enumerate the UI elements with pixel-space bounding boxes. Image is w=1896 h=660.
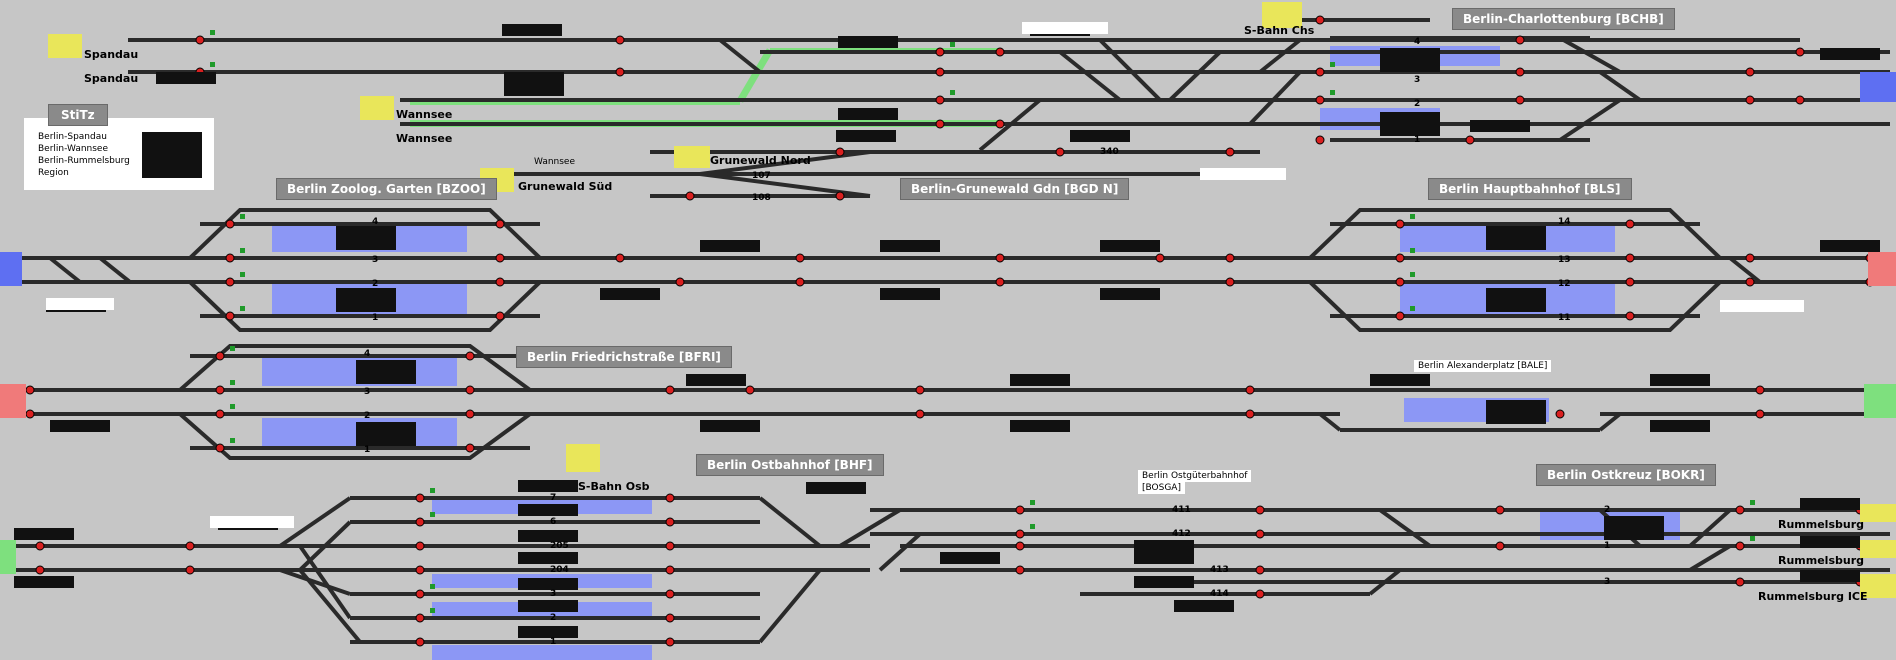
station-title-bokr: Berlin Ostkreuz [BOKR] bbox=[1536, 464, 1716, 486]
label-rummelsburg-ice: Rummelsburg ICE bbox=[1758, 590, 1868, 603]
station-title-bls: Berlin Hauptbahnhof [BLS] bbox=[1428, 178, 1632, 200]
track-number: 13 bbox=[1558, 255, 1571, 265]
track-number: 6 bbox=[550, 517, 557, 527]
station-title-bhf: Berlin Ostbahnhof [BHF] bbox=[696, 454, 884, 476]
track-number: 413 bbox=[1210, 565, 1229, 575]
label-spandau-1: Spandau bbox=[84, 48, 139, 61]
track-number: 2 bbox=[550, 613, 557, 623]
track-number: 4 bbox=[1414, 37, 1421, 47]
label-grunewald-nord: Grunewald Nord bbox=[710, 154, 811, 167]
region-entry-west-2[interactable] bbox=[0, 384, 26, 418]
track-number: 3 bbox=[364, 387, 371, 397]
legend-status-panel bbox=[142, 132, 202, 178]
label-wannsee-2: Wannsee bbox=[396, 132, 453, 145]
track-number: 7 bbox=[550, 493, 557, 503]
station-title-bfri: Berlin Friedrichstraße [BFRI] bbox=[516, 346, 732, 368]
label-wannsee-small: Wannsee bbox=[534, 157, 576, 167]
info-slot bbox=[1720, 300, 1804, 312]
region-entry-east-2[interactable] bbox=[1864, 384, 1896, 418]
info-slot bbox=[46, 298, 114, 310]
track-number: 2 bbox=[1604, 505, 1611, 515]
label-grunewald-sud: Grunewald Süd bbox=[518, 180, 613, 193]
track-number: 340 bbox=[1100, 147, 1119, 157]
track-number: 108 bbox=[752, 193, 771, 203]
station-title-bale: Berlin Alexanderplatz [BALE] bbox=[1414, 360, 1552, 372]
track-number: 4 bbox=[372, 217, 379, 227]
track-number: 14 bbox=[1558, 217, 1571, 227]
rummelsburg-entry-block-1[interactable] bbox=[1860, 504, 1896, 522]
track-number: 411 bbox=[1172, 505, 1191, 515]
wannsee-entry-block[interactable] bbox=[360, 96, 394, 120]
track-number: 1 bbox=[364, 445, 371, 455]
region-entry-west-3[interactable] bbox=[0, 540, 16, 574]
label-sbahn-chs: S-Bahn Chs bbox=[1244, 24, 1315, 37]
sbahn-chs-entry-block[interactable] bbox=[1262, 2, 1302, 28]
track-number: 12 bbox=[1558, 279, 1571, 289]
label-rummelsburg-1: Rummelsburg bbox=[1778, 518, 1865, 531]
track-number: 4 bbox=[364, 349, 371, 359]
spandau-entry-block[interactable] bbox=[48, 34, 82, 58]
track-number: 1 bbox=[1604, 541, 1611, 551]
track-number: 3 bbox=[372, 255, 379, 265]
track-number: 2 bbox=[1414, 99, 1421, 109]
station-title-bosga-2: [BOSGA] bbox=[1138, 482, 1185, 494]
track-number: 2 bbox=[372, 279, 379, 289]
legend-row: Region bbox=[38, 168, 69, 178]
info-slot bbox=[1200, 168, 1286, 180]
grunewald-nord-entry-block[interactable] bbox=[674, 146, 710, 168]
label-spandau-2: Spandau bbox=[84, 72, 139, 85]
info-slot bbox=[1022, 22, 1108, 34]
rummelsburg-entry-block-2[interactable] bbox=[1860, 540, 1896, 558]
track-number: 3 bbox=[1414, 75, 1421, 85]
info-slot bbox=[210, 516, 294, 528]
station-title-bzoo: Berlin Zoolog. Garten [BZOO] bbox=[276, 178, 497, 200]
track-number: 3 bbox=[1604, 577, 1611, 587]
track-number: 1 bbox=[550, 637, 557, 647]
station-title-bosga-1: Berlin Ostgüterbahnhof bbox=[1138, 470, 1252, 482]
region-entry-east-1[interactable] bbox=[1868, 252, 1896, 286]
legend-box: StiTz Berlin-Spandau Berlin-Wannsee Berl… bbox=[24, 104, 214, 190]
track-number: 2 bbox=[364, 411, 371, 421]
legend-row: Berlin-Wannsee bbox=[38, 144, 109, 154]
track-number: 107 bbox=[752, 171, 771, 181]
legend-row: Berlin-Spandau bbox=[38, 132, 107, 142]
track-number: 412 bbox=[1172, 529, 1191, 539]
sbahn-osb-entry-block[interactable] bbox=[566, 444, 600, 472]
legend-row: Berlin-Rummelsburg bbox=[38, 156, 130, 166]
station-title-bchb: Berlin-Charlottenburg [BCHB] bbox=[1452, 8, 1675, 30]
label-rummelsburg-2: Rummelsburg bbox=[1778, 554, 1865, 567]
track-number: 1 bbox=[1414, 135, 1421, 145]
track-number: 11 bbox=[1558, 313, 1571, 323]
station-title-bgdn: Berlin-Grunewald Gdn [BGD N] bbox=[900, 178, 1130, 200]
label-wannsee-1: Wannsee bbox=[396, 108, 453, 121]
track-number: 205 bbox=[550, 541, 569, 551]
region-entry-east-top[interactable] bbox=[1860, 72, 1896, 102]
label-sbahn-osb: S-Bahn Osb bbox=[578, 480, 650, 493]
track-number: 3 bbox=[550, 589, 557, 599]
track-number: 414 bbox=[1210, 589, 1229, 599]
track-number: 1 bbox=[372, 313, 379, 323]
track-number: 204 bbox=[550, 565, 569, 575]
region-entry-west-1[interactable] bbox=[0, 252, 22, 286]
legend-title: StiTz bbox=[48, 104, 108, 126]
rummelsburg-ice-entry-block[interactable] bbox=[1860, 574, 1896, 598]
